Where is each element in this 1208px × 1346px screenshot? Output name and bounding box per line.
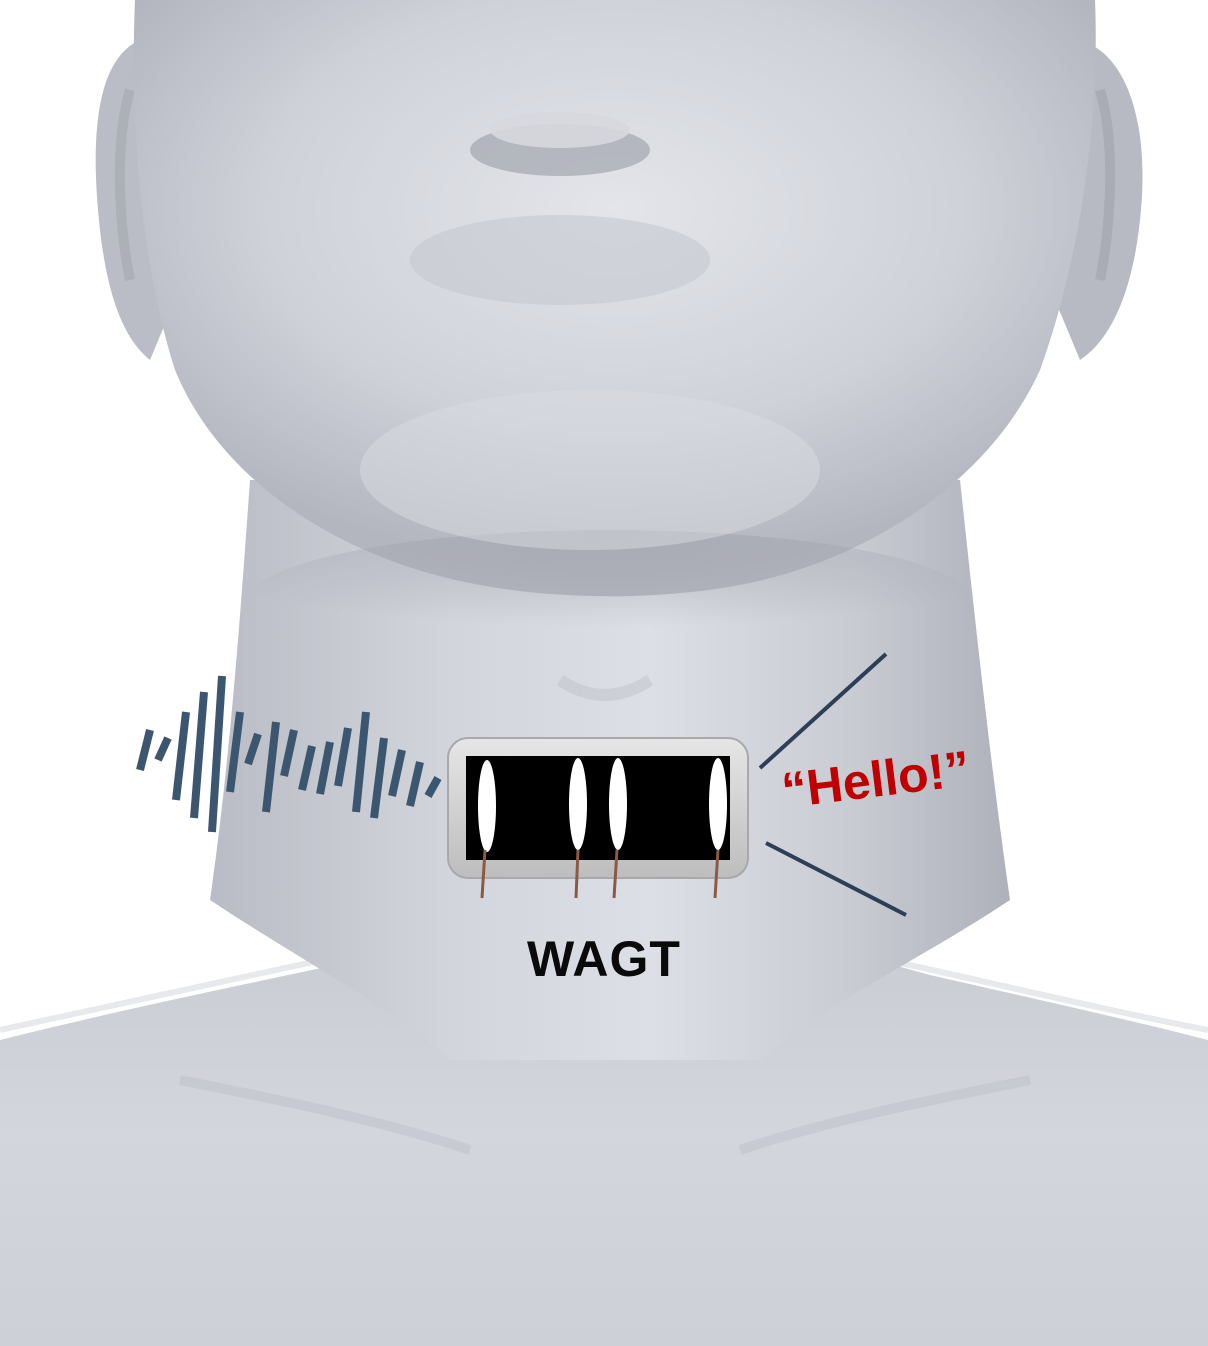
waveform-bar	[176, 712, 186, 800]
waveform-bar	[140, 730, 150, 770]
waveform-bar	[194, 692, 204, 818]
waveform-bar	[212, 676, 222, 832]
device-label: WAGT	[0, 930, 1208, 988]
wagt-device	[448, 738, 748, 898]
mouth-area	[410, 215, 710, 305]
device-core	[466, 756, 730, 860]
waveform-bar	[158, 738, 168, 760]
nose-tip	[490, 112, 630, 148]
chin-shadow	[250, 530, 970, 670]
chin	[360, 390, 820, 550]
